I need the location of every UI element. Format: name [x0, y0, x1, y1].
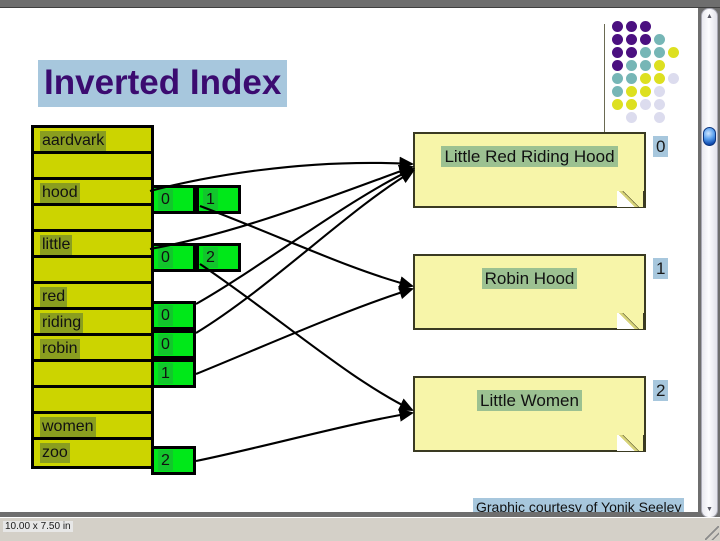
- decorative-dot: [612, 34, 623, 45]
- decorative-dot: [626, 47, 637, 58]
- decorative-dot: [626, 99, 637, 110]
- posting-cell: 1: [151, 359, 196, 388]
- scrollbar-thumb[interactable]: [703, 127, 716, 146]
- dictionary-term: zoo: [40, 443, 70, 463]
- dictionary-term: little: [40, 235, 73, 255]
- decorative-dot: [640, 34, 651, 45]
- document-title: Little Women: [415, 390, 644, 412]
- decorative-dot: [654, 47, 665, 58]
- decorative-dot-grid: [612, 21, 690, 125]
- posting-cell: 0: [151, 301, 196, 330]
- slide-size-status: 10.00 x 7.50 in: [3, 521, 73, 532]
- decorative-dot: [626, 21, 637, 32]
- decorative-dot: [612, 21, 623, 32]
- table-row: riding: [34, 310, 151, 336]
- table-row: robin: [34, 336, 151, 362]
- page-fold-icon: [617, 191, 645, 207]
- decorative-dot: [654, 60, 665, 71]
- resize-grip-icon[interactable]: [705, 526, 719, 540]
- decorative-dot: [640, 86, 651, 97]
- posting-doc-id: 0: [158, 247, 173, 268]
- scroll-up-arrow-icon[interactable]: ▲: [706, 13, 713, 20]
- table-row: red: [34, 284, 151, 310]
- decorative-dot: [640, 21, 651, 32]
- decorative-dot: [612, 60, 623, 71]
- decorative-dot: [654, 112, 665, 123]
- dictionary-term: red: [40, 287, 68, 307]
- decorative-dot: [668, 47, 679, 58]
- page-fold-icon: [617, 435, 645, 451]
- graphic-credit: Graphic courtesy of Yonik Seeley: [473, 498, 685, 512]
- decorative-dot: [668, 73, 679, 84]
- table-row: little: [34, 232, 151, 258]
- table-row: women: [34, 414, 151, 440]
- decorative-dot: [626, 86, 637, 97]
- dictionary-term: hood: [40, 183, 80, 203]
- scroll-down-arrow-icon[interactable]: ▼: [706, 506, 713, 513]
- document-card: Little Red Riding Hood: [413, 132, 646, 208]
- window-top-bar: [0, 0, 720, 8]
- document-title: Robin Hood: [415, 268, 644, 290]
- dictionary-term: aardvark: [40, 131, 107, 151]
- decorative-dot: [640, 60, 651, 71]
- table-row: [34, 388, 151, 414]
- posting-cell: 0: [151, 243, 196, 272]
- decorative-dot: [654, 86, 665, 97]
- table-row: aardvark: [34, 128, 151, 154]
- document-title: Little Red Riding Hood: [415, 146, 644, 168]
- posting-doc-id: 2: [158, 450, 173, 471]
- document-id-label: 2: [653, 380, 669, 401]
- decorative-dot: [640, 73, 651, 84]
- decorative-dot: [612, 86, 623, 97]
- decorative-dot: [612, 73, 623, 84]
- decorative-dot: [626, 60, 637, 71]
- document-id-label: 0: [653, 136, 669, 157]
- decorative-dot: [612, 47, 623, 58]
- page-fold-icon: [617, 313, 645, 329]
- table-row: zoo: [34, 440, 151, 466]
- decorative-dot: [640, 47, 651, 58]
- decorative-vertical-line: [604, 24, 605, 138]
- document-card: Little Women: [413, 376, 646, 452]
- table-row: [34, 154, 151, 180]
- decorative-dot: [626, 34, 637, 45]
- page-title: Inverted Index: [38, 60, 288, 107]
- table-row: [34, 206, 151, 232]
- document-card: Robin Hood: [413, 254, 646, 330]
- document-id-label: 1: [653, 258, 669, 279]
- decorative-dot: [654, 73, 665, 84]
- posting-cell: 0: [151, 185, 196, 214]
- vertical-scrollbar[interactable]: ▲ ▼: [701, 8, 718, 518]
- posting-doc-id: 1: [203, 189, 218, 210]
- slide-canvas[interactable]: Inverted Index aardvark hood little red ridi…: [0, 8, 698, 512]
- status-bar: 10.00 x 7.50 in: [0, 517, 720, 541]
- decorative-dot: [654, 99, 665, 110]
- dictionary-term: robin: [40, 339, 80, 359]
- decorative-dot: [654, 34, 665, 45]
- posting-doc-id: 0: [158, 334, 173, 355]
- dictionary-term: riding: [40, 313, 84, 333]
- decorative-dot: [626, 73, 637, 84]
- posting-doc-id: 0: [158, 189, 173, 210]
- posting-doc-id: 0: [158, 305, 173, 326]
- table-row: [34, 258, 151, 284]
- decorative-dot: [626, 112, 637, 123]
- table-row: hood: [34, 180, 151, 206]
- posting-cell: 2: [196, 243, 241, 272]
- posting-doc-id: 2: [203, 247, 218, 268]
- decorative-dot: [612, 99, 623, 110]
- table-row: [34, 362, 151, 388]
- decorative-dot: [640, 99, 651, 110]
- dictionary-term: women: [40, 417, 96, 437]
- posting-cell: 1: [196, 185, 241, 214]
- posting-cell: 0: [151, 330, 196, 359]
- posting-cell: 2: [151, 446, 196, 475]
- posting-doc-id: 1: [158, 363, 173, 384]
- inverted-index-table: aardvark hood little red riding robin women zoo: [31, 125, 154, 469]
